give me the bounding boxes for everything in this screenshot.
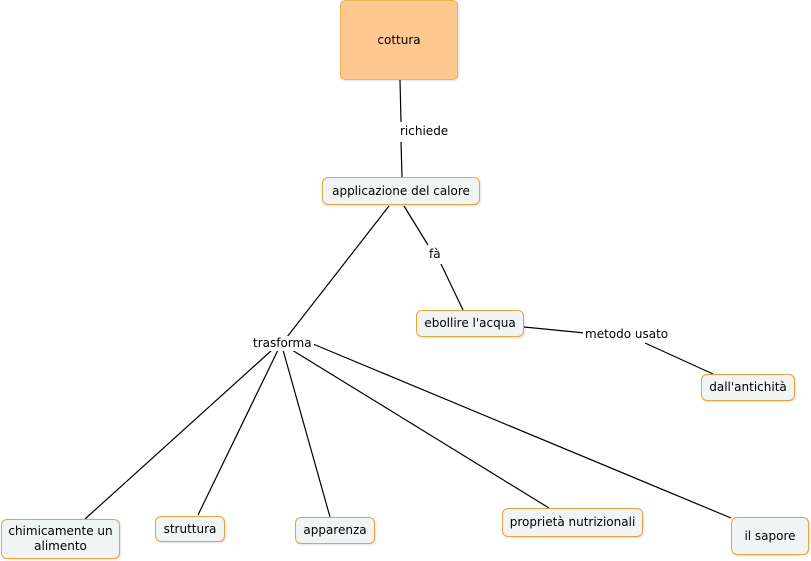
line-trasforma-sapore (312, 343, 732, 519)
link-label-metodo-usato: metodo usato (583, 327, 671, 342)
concept-apparenza[interactable]: apparenza (295, 517, 375, 544)
line-fa-ebollire (440, 263, 464, 311)
line-cottura-richiede (399, 79, 402, 123)
concept-cottura[interactable]: cottura (340, 0, 458, 80)
concept-proprieta-nutrizionali-label: proprietà nutrizionali (509, 515, 636, 529)
line-metodo-antichita (644, 342, 714, 375)
concept-il-sapore[interactable]: il sapore (731, 517, 809, 555)
concept-struttura[interactable]: struttura (155, 516, 225, 542)
line-richiede-applicazione (400, 141, 403, 178)
concept-cottura-label: cottura (377, 32, 421, 47)
line-ebollire-metodo (523, 326, 586, 334)
line-trasforma-chimicamente (84, 349, 273, 520)
line-applicazione-trasforma (286, 205, 390, 338)
line-trasforma-proprieta (291, 349, 550, 509)
concept-dall-antichita-label: dall'antichità (709, 380, 787, 394)
concept-ebollire-l-acqua-label: ebollire l'acqua (424, 316, 516, 330)
concept-ebollire-l-acqua[interactable]: ebollire l'acqua (416, 310, 524, 337)
concept-proprieta-nutrizionali[interactable]: proprietà nutrizionali (502, 508, 643, 537)
concept-applicazione-del-calore[interactable]: applicazione del calore (322, 177, 480, 205)
concept-apparenza-label: apparenza (303, 523, 367, 537)
line-trasforma-apparenza (282, 349, 331, 518)
link-label-fa: fà (427, 247, 443, 262)
link-label-richiede: richiede (398, 124, 451, 139)
concept-chimicamente-un-alimento[interactable]: chimicamente un alimento (1, 519, 120, 559)
concept-struttura-label: struttura (163, 521, 217, 536)
concept-dall-antichita[interactable]: dall'antichità (701, 374, 795, 401)
concept-applicazione-del-calore-label: applicazione del calore (332, 183, 470, 198)
line-trasforma-struttura (197, 349, 279, 516)
concept-chimicamente-un-alimento-label: chimicamente un alimento (8, 524, 113, 553)
line-applicazione-fa (403, 205, 429, 246)
link-label-trasforma: trasforma (251, 336, 314, 351)
concept-il-sapore-label: il sapore (744, 528, 796, 543)
